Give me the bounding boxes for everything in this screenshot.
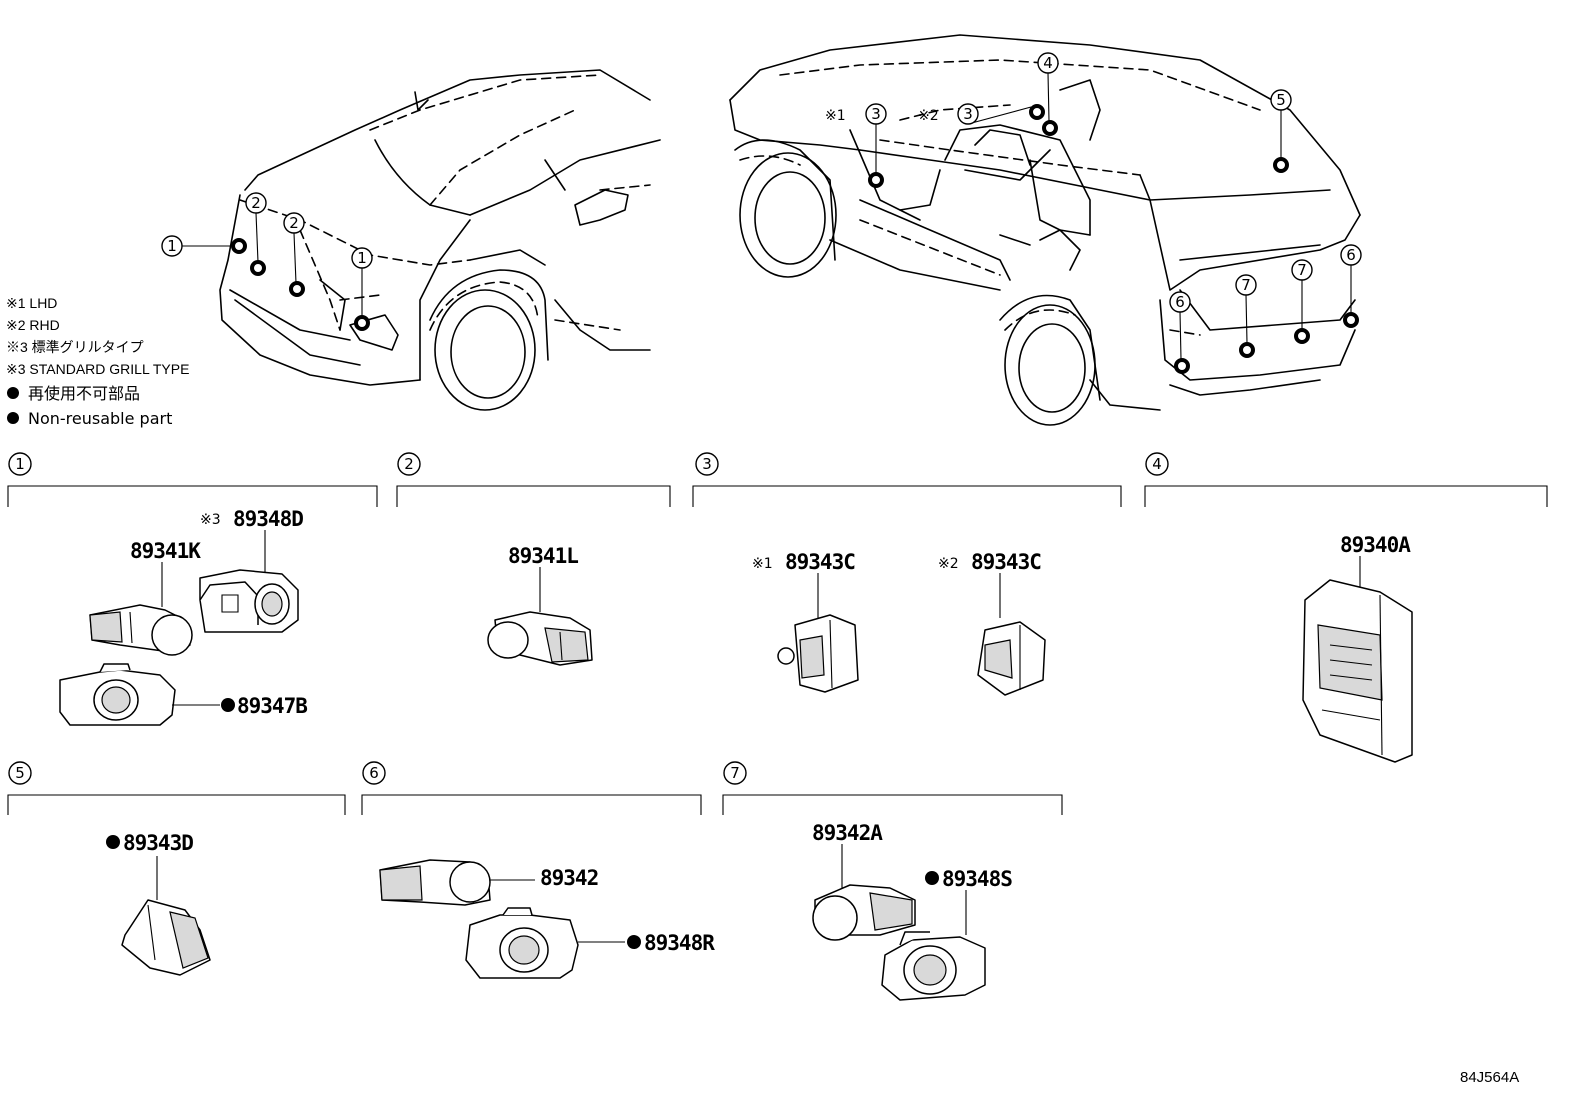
group-6-parts: 89342 89348R xyxy=(379,859,716,979)
part-number-89348S: 89348S xyxy=(942,867,1012,891)
group-1-header: 1 xyxy=(7,452,378,507)
svg-text:2: 2 xyxy=(251,194,261,212)
bezel-89347B xyxy=(59,663,176,726)
group-4-header: 4 xyxy=(1144,452,1548,507)
part-number-89348D: 89348D xyxy=(233,507,303,531)
legend-dot-icon xyxy=(7,412,19,424)
svg-text:3: 3 xyxy=(871,105,881,123)
rear-callout-6a: 6 xyxy=(1169,291,1191,374)
note-grill-en: ※3 STANDARD GRILL TYPE xyxy=(6,361,189,377)
part-number-89342: 89342 xyxy=(540,866,598,890)
part-number-89343C-lhd: 89343C xyxy=(785,550,855,574)
group-3-header: 3 xyxy=(692,452,1122,507)
front-callout-1b: 1 xyxy=(351,247,373,331)
legend-dot-icon xyxy=(7,387,19,399)
front-callout-1a: 1 xyxy=(161,235,247,257)
diagram-code: 84J564A xyxy=(1460,1069,1519,1086)
group-3-parts: ※1 89343C ※2 89343C xyxy=(752,550,1046,696)
bezel-89348R xyxy=(465,907,579,979)
svg-text:3: 3 xyxy=(963,105,973,123)
part-number-89341K: 89341K xyxy=(130,539,201,563)
part-mark: ※2 xyxy=(938,556,959,572)
rear-vehicle-view: ※1 3 ※2 3 4 5 6 xyxy=(729,34,1362,426)
front-vehicle-view: 1 2 2 1 xyxy=(161,69,661,411)
svg-text:5: 5 xyxy=(15,764,25,782)
svg-text:3: 3 xyxy=(702,455,712,473)
part-mark: ※3 xyxy=(200,512,221,528)
group-7-header: 7 xyxy=(722,761,1063,815)
svg-text:5: 5 xyxy=(1276,91,1286,109)
svg-text:7: 7 xyxy=(730,764,740,782)
part-number-89348R: 89348R xyxy=(644,931,715,955)
sensor-89341K xyxy=(89,604,193,656)
svg-text:1: 1 xyxy=(15,455,25,473)
part-number-89342A: 89342A xyxy=(812,821,883,845)
sensor-89342 xyxy=(379,859,491,906)
bezel-89348S xyxy=(881,931,986,1001)
part-number-89341L: 89341L xyxy=(508,544,578,568)
svg-text:6: 6 xyxy=(1175,293,1185,311)
group-5-header: 5 xyxy=(7,761,346,815)
front-callout-2a: 2 xyxy=(245,192,267,276)
part-mark: ※1 xyxy=(752,556,773,572)
group-1-parts: ※3 89348D 89341K 89347B xyxy=(59,507,308,726)
svg-text:4: 4 xyxy=(1043,54,1053,72)
svg-text:2: 2 xyxy=(289,214,299,232)
svg-text:1: 1 xyxy=(167,237,177,255)
part-number-89340A: 89340A xyxy=(1340,533,1411,557)
rear-callout-3b: 3 xyxy=(957,103,1045,125)
svg-text:6: 6 xyxy=(369,764,379,782)
svg-text:2: 2 xyxy=(404,455,414,473)
svg-text:※1: ※1 xyxy=(825,108,846,124)
sensor-89341L xyxy=(487,611,593,666)
svg-text:1: 1 xyxy=(357,249,367,267)
svg-text:7: 7 xyxy=(1241,276,1251,294)
rear-callout-4: 4 xyxy=(1037,52,1059,136)
part-number-89347B: 89347B xyxy=(237,694,307,718)
rear-callout-3a: 3 xyxy=(865,103,887,188)
rear-callout-6b: 6 xyxy=(1340,244,1362,328)
group-6-header: 6 xyxy=(361,761,702,815)
svg-text:6: 6 xyxy=(1346,246,1356,264)
svg-text:7: 7 xyxy=(1297,261,1307,279)
sensor-89343C-lhd xyxy=(777,614,859,693)
front-callout-2b: 2 xyxy=(283,212,305,297)
rear-callout-7a: 7 xyxy=(1235,274,1257,358)
part-number-89343C-rhd: 89343C xyxy=(971,550,1041,574)
note-grill-jp: ※3 標準グリルタイプ xyxy=(6,339,144,355)
sensor-holder-89348D xyxy=(199,569,299,633)
sensor-89343D xyxy=(121,899,211,976)
ecu-89340A xyxy=(1302,579,1413,763)
legend-nonreusable-jp: 再使用不可部品 xyxy=(28,384,140,403)
group-5-parts: 89343D xyxy=(106,831,211,976)
group-2-parts: 89341L xyxy=(487,544,593,666)
svg-text:4: 4 xyxy=(1152,455,1162,473)
legend-nonreusable-en: Non-reusable part xyxy=(28,409,172,428)
group-brackets: 1 2 3 4 5 6 7 xyxy=(7,452,1548,815)
note-rhd: ※2 RHD xyxy=(6,317,60,333)
sensor-89343C-rhd xyxy=(977,621,1046,696)
group-7-parts: 89342A 89348S xyxy=(812,821,1013,1001)
sensor-89342A xyxy=(812,884,916,941)
rear-callout-5: 5 xyxy=(1270,89,1292,173)
part-number-89343D: 89343D xyxy=(123,831,193,855)
notes-legend: ※1 LHD ※2 RHD ※3 標準グリルタイプ ※3 STANDARD GR… xyxy=(6,295,189,428)
note-lhd: ※1 LHD xyxy=(6,295,57,311)
svg-text:※2: ※2 xyxy=(918,108,939,124)
group-4-parts: 89340A xyxy=(1302,533,1413,763)
group-2-header: 2 xyxy=(396,452,671,507)
rear-callout-7b: 7 xyxy=(1291,259,1313,344)
